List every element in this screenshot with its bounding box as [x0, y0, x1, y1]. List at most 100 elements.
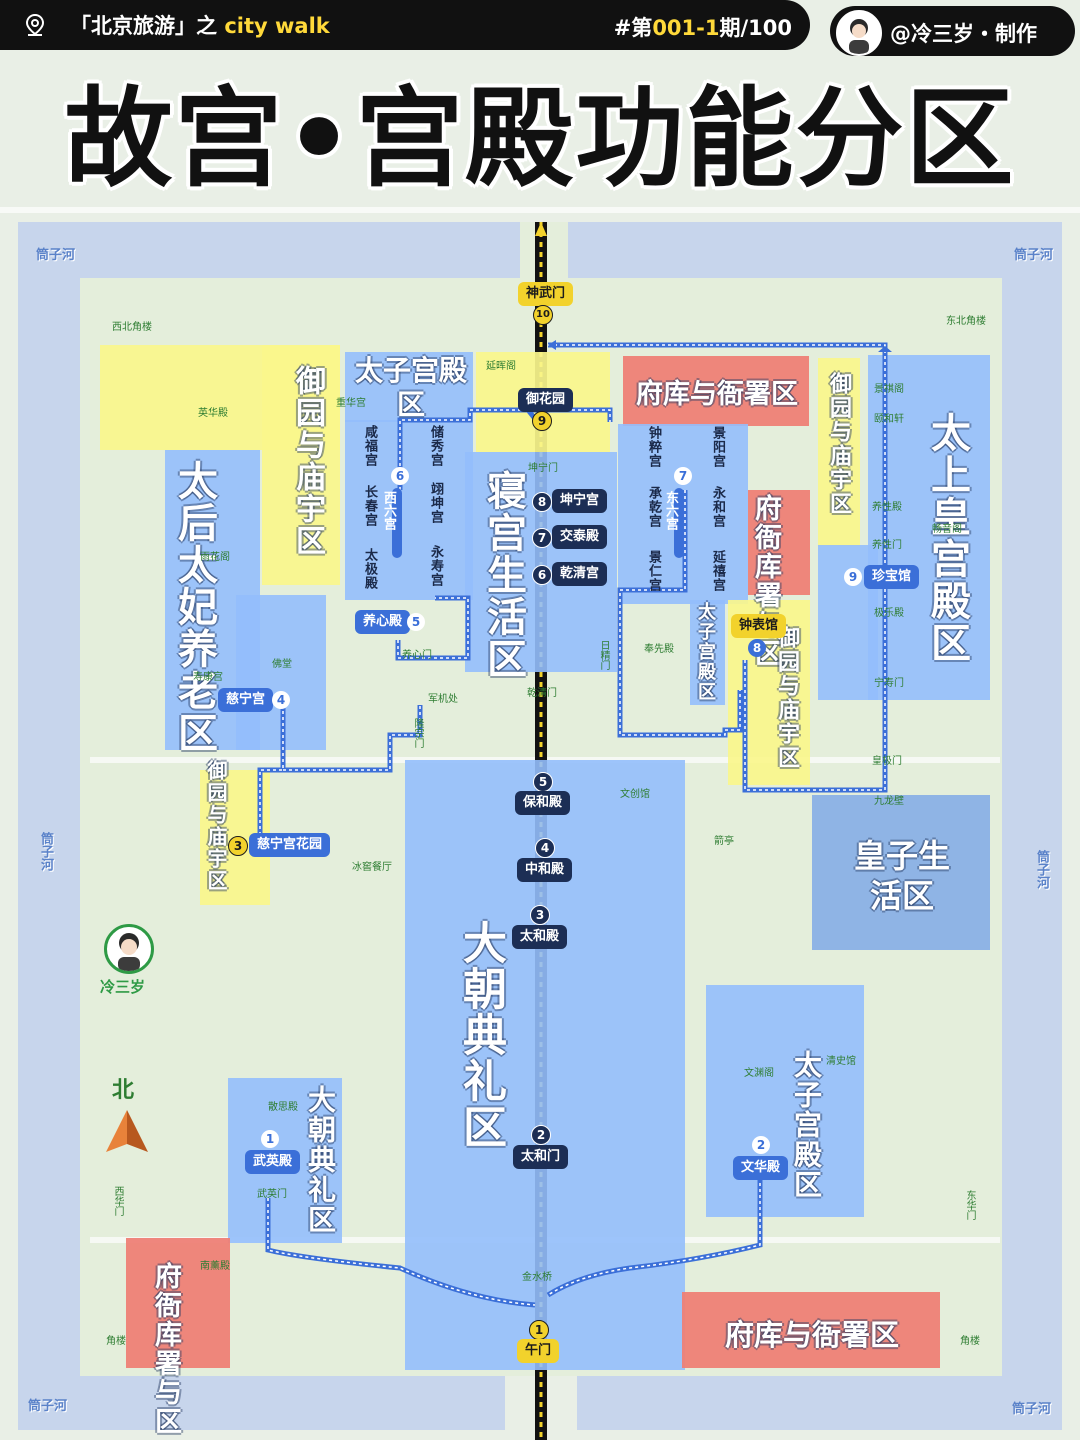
palace-label: 承乾宫 [646, 486, 661, 528]
map-label: 坤宁门 [528, 463, 558, 474]
map-label: 畅音阁 [932, 524, 962, 535]
zone-label-yuyuan-west: 御园与庙宇区 [290, 365, 325, 557]
map-label: 冰窖餐厅 [352, 862, 392, 873]
author-badge: @冷三岁・制作 [830, 6, 1075, 56]
map-label: 金水桥 [522, 1272, 552, 1283]
map-label: 军机处 [428, 694, 458, 705]
author-name: @冷三岁・制作 [890, 22, 1037, 46]
axis-stop-label[interactable]: 御花园 [518, 388, 574, 412]
map-label: 养性门 [872, 540, 902, 551]
zone-taizi-north [345, 352, 473, 422]
side-stop-number: 4 [272, 691, 290, 709]
axis-stop-number: 10 [533, 305, 553, 325]
axis-stop-label[interactable]: 神武门 [518, 282, 574, 306]
axis-stop-label[interactable]: 太和门 [513, 1145, 569, 1169]
side-stop-number: 3 [228, 836, 248, 856]
map-label: 角楼 [960, 1336, 980, 1347]
axis-stop-label[interactable]: 乾清宫 [552, 562, 608, 586]
palace-label: 太极殿 [362, 548, 377, 590]
map-label: 景祺阁 [874, 384, 904, 395]
map-label: 九龙壁 [874, 796, 904, 807]
map-label: 佛堂 [272, 659, 292, 670]
avatar-icon [849, 19, 869, 54]
side-stop-label[interactable]: 西六宫 [381, 488, 402, 558]
zone-huangzi [812, 795, 990, 950]
map-label: 角楼 [106, 1336, 126, 1347]
side-stop-number: 1 [261, 1130, 279, 1148]
avatar [836, 10, 882, 56]
axis-stop-number: 2 [531, 1125, 551, 1145]
map-label: 宁寿门 [874, 678, 904, 689]
map-label: 隆宗门 [412, 718, 423, 748]
top-bar: 「北京旅游」之 city walk #第001-1期/100 [0, 0, 810, 50]
zone-label-taizi-north: 太子宫殿区 [354, 354, 467, 421]
map-label: 奉先殿 [644, 644, 674, 655]
side-stop-number: 5 [407, 613, 425, 631]
zone-fuku-mid [748, 490, 810, 595]
side-stop-number: 8 [748, 639, 766, 657]
zone-taishang [868, 355, 990, 700]
moat-label: 筒子河 [36, 248, 76, 263]
avatar-icon [118, 933, 140, 971]
zone-label-fuku-se: 府库与衙署区 [724, 1318, 899, 1352]
zone-label-taishang: 太上皇宫殿区 [924, 412, 970, 664]
side-stop-label[interactable]: 文华殿 [733, 1156, 789, 1180]
route-cining [257, 705, 286, 842]
side-stop-number: 7 [674, 467, 692, 485]
side-stop-label[interactable]: 慈宁宫 [218, 688, 274, 712]
axis-stop-label[interactable]: 交泰殿 [552, 525, 608, 549]
zone-label-huangzi: 皇子生活区 [853, 837, 950, 915]
side-stop-label[interactable]: 钟表馆 [731, 614, 787, 638]
moat-label: 筒子河 [1034, 850, 1049, 889]
map-label: 颐和轩 [874, 414, 904, 425]
side-stop-label[interactable]: 养心殿 [355, 610, 411, 634]
route-wenhua [546, 1165, 763, 1298]
map-label: 文创馆 [620, 789, 650, 800]
map-label: 英华殿 [198, 408, 228, 419]
zone-label-yuyuan-sw: 御园与庙宇区 [204, 760, 228, 892]
map-label: 箭亭 [714, 836, 734, 847]
side-stop-label[interactable]: 慈宁宫花园 [249, 833, 331, 857]
route-lz [283, 705, 423, 773]
zone-label-fuku-sw: 府衙库署与区 [150, 1262, 181, 1436]
zone-label-qingong: 寝宫生活区 [480, 470, 526, 680]
axis-stop-label[interactable]: 坤宁宫 [552, 489, 608, 513]
series-title: 「北京旅游」之 city walk [70, 14, 330, 38]
moat-label: 筒子河 [28, 1399, 68, 1414]
axis-stop-label[interactable]: 中和殿 [517, 858, 573, 882]
axis-stop-number: 6 [532, 565, 552, 585]
side-stop-label[interactable]: 珍宝馆 [864, 565, 920, 589]
gate-label: 日精门 [598, 640, 609, 670]
map-label: 东北角楼 [946, 316, 986, 327]
axis-stop-label[interactable]: 午门 [517, 1339, 560, 1363]
map-label: 武英门 [257, 1189, 287, 1200]
side-stop-label[interactable]: 东六宫 [663, 488, 684, 558]
north-arrow-icon [106, 1110, 148, 1152]
map-label: 散思殿 [268, 1102, 298, 1113]
axis-stop-number: 9 [532, 411, 552, 431]
zone-label-fuku-mid: 府衙库署与区 [750, 494, 781, 668]
side-stop-number: 6 [391, 467, 409, 485]
palace-label: 永和宫 [710, 486, 725, 528]
gate-label: 西华门 [112, 1186, 123, 1216]
map-label: 皇极门 [872, 756, 902, 767]
zone-label-yuyuan-mid: 御园与庙宇区 [774, 626, 799, 770]
map-label: 南薰殿 [200, 1261, 230, 1272]
zone-label-dachao-main: 大朝典礼区 [455, 920, 506, 1150]
palace-label: 翊坤宫 [428, 482, 443, 524]
moat-label: 筒子河 [38, 832, 53, 871]
map-label: 养心门 [402, 650, 432, 661]
side-stop-label[interactable]: 武英殿 [245, 1150, 301, 1174]
axis-stop-label[interactable]: 保和殿 [515, 791, 571, 815]
author-pin-name: 冷三岁 [100, 978, 146, 996]
zone-label-dachao-west: 大朝典礼区 [304, 1085, 337, 1235]
axis-stop-label[interactable]: 太和殿 [512, 925, 568, 949]
side-stop-number: 9 [844, 568, 862, 586]
axis-stop-number: 7 [532, 528, 552, 548]
map-label: 文渊阁 [744, 1068, 774, 1079]
map-label: 雨花阁 [200, 552, 230, 563]
zone-xiliu [345, 420, 473, 600]
axis-stop-number: 4 [535, 838, 555, 858]
map-label: 清史馆 [826, 1056, 856, 1067]
